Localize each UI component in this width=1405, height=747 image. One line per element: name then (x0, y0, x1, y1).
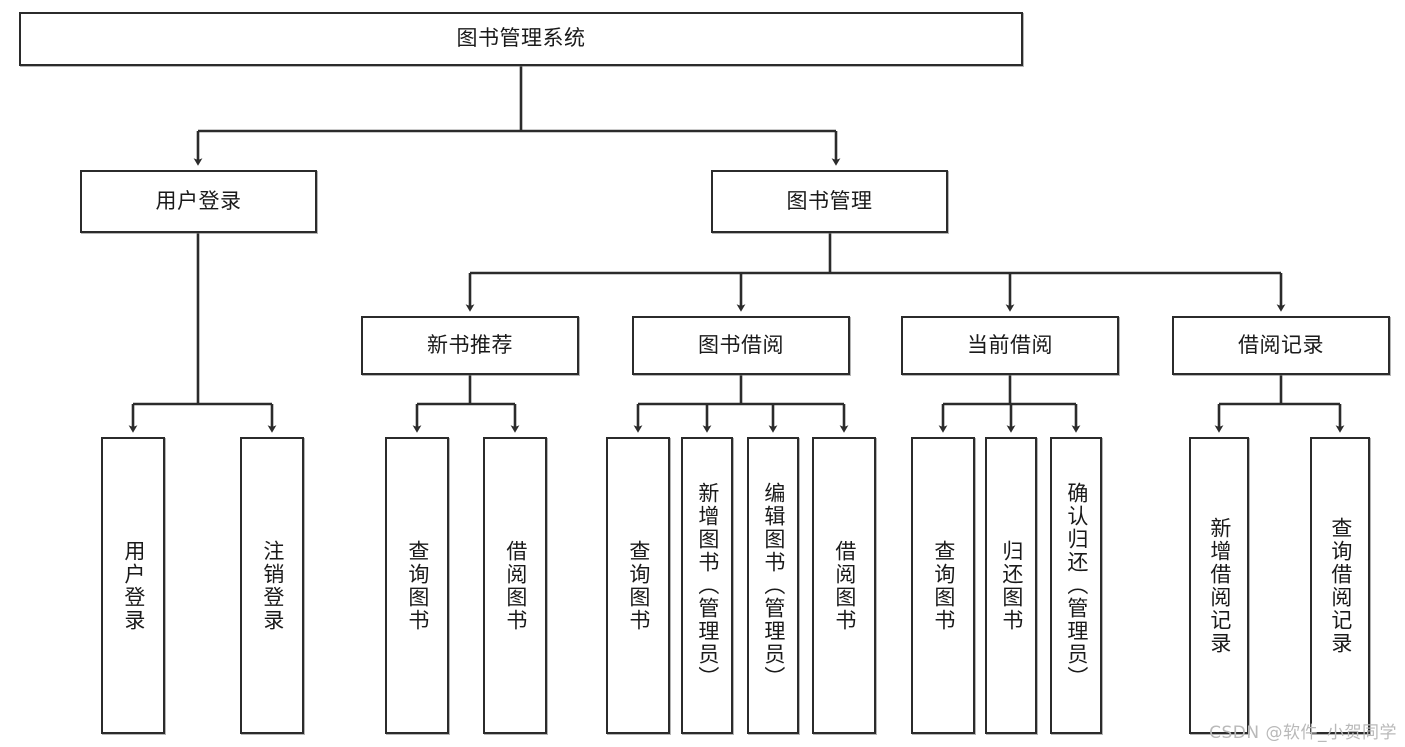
leaf-node[interactable]: 查询图书 (606, 437, 670, 734)
leaf-node[interactable]: 编辑图书（管理员） (747, 437, 799, 734)
node-new-book-recommendation[interactable]: 新书推荐 (361, 316, 579, 375)
node-root-label: 图书管理系统 (456, 26, 586, 51)
leaf-node-label: 注销登录 (260, 539, 285, 632)
leaf-node-label: 查询图书 (931, 539, 956, 632)
node-book-borrow-label: 图书借阅 (698, 332, 784, 357)
leaf-node[interactable]: 借阅图书 (483, 437, 547, 734)
leaf-node-label: 编辑图书（管理员） (761, 482, 786, 689)
leaf-node[interactable]: 查询图书 (385, 437, 449, 734)
leaf-node-label: 借阅图书 (503, 539, 528, 632)
node-root[interactable]: 图书管理系统 (19, 12, 1023, 66)
node-book-management-label: 图书管理 (786, 188, 873, 213)
node-user-login[interactable]: 用户登录 (80, 170, 317, 233)
leaf-node-label: 用户登录 (121, 539, 146, 632)
node-user-login-label: 用户登录 (155, 188, 242, 213)
leaf-node-label: 借阅图书 (832, 539, 857, 632)
leaf-node-label: 查询图书 (626, 539, 651, 632)
leaf-node[interactable]: 注销登录 (240, 437, 304, 734)
node-current-borrow[interactable]: 当前借阅 (901, 316, 1119, 375)
leaf-node[interactable]: 借阅图书 (812, 437, 876, 734)
leaf-node-label: 新增图书（管理员） (695, 482, 720, 689)
leaf-node-label: 查询图书 (405, 539, 430, 632)
node-current-borrow-label: 当前借阅 (967, 332, 1053, 357)
node-borrow-record[interactable]: 借阅记录 (1172, 316, 1390, 375)
node-new-book-recommendation-label: 新书推荐 (427, 332, 513, 357)
leaf-node[interactable]: 新增借阅记录 (1189, 437, 1249, 734)
node-borrow-record-label: 借阅记录 (1238, 332, 1324, 357)
leaf-node[interactable]: 新增图书（管理员） (681, 437, 733, 734)
leaf-node-label: 确认归还（管理员） (1064, 482, 1089, 689)
leaf-node[interactable]: 查询图书 (911, 437, 975, 734)
node-book-borrow[interactable]: 图书借阅 (632, 316, 850, 375)
leaf-node[interactable]: 查询借阅记录 (1310, 437, 1370, 734)
leaf-node[interactable]: 用户登录 (101, 437, 165, 734)
leaf-node[interactable]: 归还图书 (985, 437, 1037, 734)
leaf-node-label: 归还图书 (999, 539, 1024, 632)
node-book-management[interactable]: 图书管理 (711, 170, 948, 233)
leaf-node[interactable]: 确认归还（管理员） (1050, 437, 1102, 734)
watermark: CSDN @软件_小贺同学 (1209, 723, 1397, 743)
leaf-node-label: 新增借阅记录 (1207, 516, 1232, 655)
leaf-node-label: 查询借阅记录 (1328, 516, 1353, 655)
